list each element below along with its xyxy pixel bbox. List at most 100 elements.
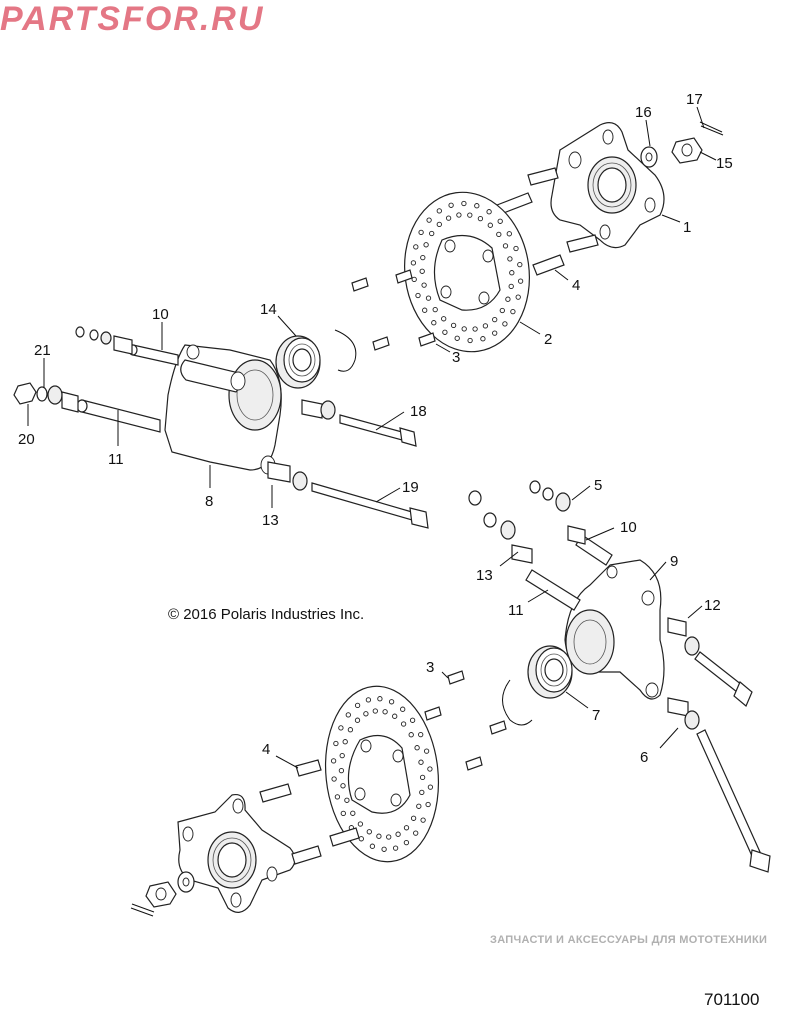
bearing-carrier-8 xyxy=(164,344,282,475)
vent-hole xyxy=(372,708,378,714)
vent-hole xyxy=(366,829,372,835)
washer-stack-lower xyxy=(468,480,586,564)
vent-hole xyxy=(492,330,498,336)
vent-hole xyxy=(429,230,435,237)
vent-hole xyxy=(342,739,348,745)
callout-9: 9 xyxy=(670,553,678,570)
pin-10-upper xyxy=(128,344,179,366)
vent-hole xyxy=(467,337,473,344)
vent-hole xyxy=(382,709,388,715)
vent-hole xyxy=(381,846,387,852)
brake-disc-upper xyxy=(404,191,530,353)
disc-bolts-upper xyxy=(351,269,436,351)
vent-hole xyxy=(486,209,492,215)
cotter-pin-17 xyxy=(699,121,724,136)
callout-12: 12 xyxy=(704,597,721,614)
vent-hole xyxy=(448,202,454,208)
vent-hole xyxy=(513,245,519,252)
hub-lower xyxy=(177,793,296,913)
callout-18: 18 xyxy=(410,403,427,420)
disc-bolts-lower xyxy=(424,670,507,771)
snap-ring-upper xyxy=(334,329,357,372)
vent-hole xyxy=(330,758,337,764)
vent-hole xyxy=(425,295,432,301)
vent-hole xyxy=(410,260,417,266)
callout-3-lower: 3 xyxy=(426,659,434,676)
vent-hole xyxy=(432,306,438,313)
vent-hole xyxy=(441,316,447,322)
vent-hole xyxy=(467,212,473,218)
vent-hole xyxy=(331,776,337,782)
callout-labels: 17 16 15 1 4 2 3 14 10 21 20 11 8 13 18 … xyxy=(18,91,733,766)
vent-hole xyxy=(347,727,354,733)
vent-hole xyxy=(508,283,514,290)
watermark-tagline: ЗАПЧАСТИ И АКСЕССУАРЫ ДЛЯ МОТОТЕХНИКИ xyxy=(490,934,768,946)
vent-hole xyxy=(502,243,509,249)
callout-6: 6 xyxy=(640,749,648,766)
vent-hole xyxy=(507,256,513,262)
callout-15: 15 xyxy=(716,155,733,172)
watermark-logo-text: PARTSFOR.RU xyxy=(0,0,264,36)
vent-hole xyxy=(497,218,503,224)
vent-hole xyxy=(344,797,350,803)
vent-hole xyxy=(354,717,361,723)
vent-hole xyxy=(357,821,364,827)
vent-hole xyxy=(421,282,427,288)
vent-hole xyxy=(413,830,419,836)
vent-hole xyxy=(419,789,425,796)
vent-hole xyxy=(403,839,410,846)
vent-hole xyxy=(450,322,457,329)
vent-hole xyxy=(420,817,426,823)
callout-20: 20 xyxy=(18,431,35,448)
vent-hole xyxy=(436,221,442,228)
callout-13-lower: 13 xyxy=(476,567,493,584)
vent-hole xyxy=(376,833,382,839)
hub-upper xyxy=(550,122,665,249)
vent-hole xyxy=(392,845,399,851)
bushing-12 xyxy=(667,617,753,707)
vent-hole xyxy=(515,294,521,300)
vent-hole xyxy=(418,731,424,738)
vent-hole xyxy=(415,292,421,299)
castle-nut-lower xyxy=(145,881,177,908)
vent-hole xyxy=(499,307,505,314)
castle-nut-15 xyxy=(671,137,703,164)
vent-hole xyxy=(492,316,498,323)
callout-14: 14 xyxy=(260,301,277,318)
vent-hole xyxy=(420,254,426,261)
vent-hole xyxy=(419,268,425,274)
callout-1: 1 xyxy=(683,219,691,236)
vent-hole xyxy=(431,320,437,326)
bearing-14 xyxy=(275,335,321,389)
vent-hole xyxy=(427,766,433,772)
vent-hole xyxy=(418,229,424,236)
vent-hole xyxy=(410,815,417,821)
vent-hole xyxy=(436,208,442,214)
vent-hole xyxy=(461,326,467,332)
callout-10-upper: 10 xyxy=(152,306,169,323)
vent-hole xyxy=(423,748,430,754)
brake-disc-lower xyxy=(324,685,440,863)
callout-7: 7 xyxy=(592,707,600,724)
vent-hole xyxy=(487,222,493,228)
watermark-logo: PARTSFOR.RU xyxy=(0,0,264,36)
callout-8: 8 xyxy=(205,493,213,510)
vent-hole xyxy=(358,836,364,842)
callout-13-upper: 13 xyxy=(262,512,279,529)
vent-hole xyxy=(418,759,424,765)
cotter-pin-lower xyxy=(130,903,155,917)
callout-10-lower: 10 xyxy=(620,519,637,536)
vent-hole xyxy=(427,784,434,790)
washer-16 xyxy=(640,146,658,168)
vent-hole xyxy=(345,712,351,718)
vent-hole xyxy=(334,794,341,800)
vent-hole xyxy=(340,783,346,789)
vent-hole xyxy=(413,244,419,250)
vent-hole xyxy=(474,203,480,209)
vent-hole xyxy=(414,745,420,751)
bolt-19 xyxy=(311,482,429,529)
vent-hole xyxy=(392,713,398,719)
wheel-studs-lower xyxy=(259,759,360,865)
brake-disc-upper-vent-holes xyxy=(410,200,524,344)
